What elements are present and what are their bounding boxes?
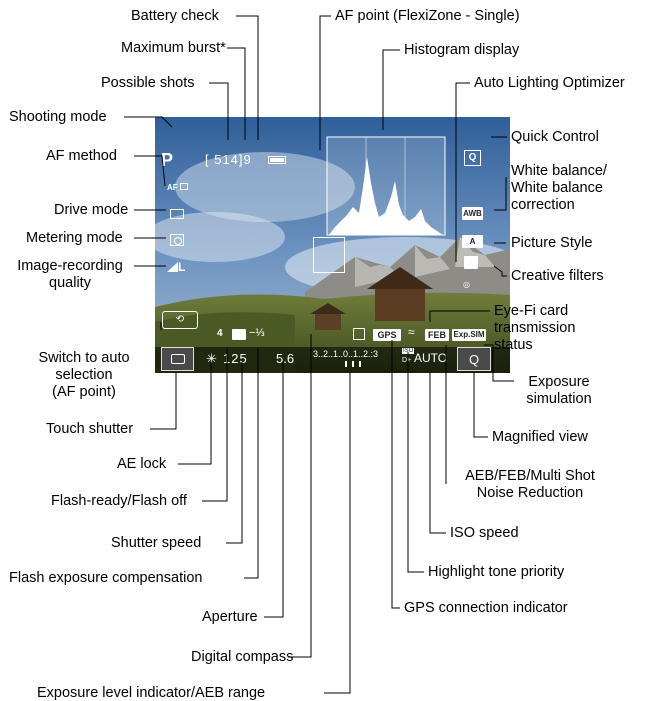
label-image-recording-1: Image-recording bbox=[17, 258, 123, 274]
label-flash-ready: Flash-ready/Flash off bbox=[51, 493, 187, 509]
label-digital-compass: Digital compass bbox=[191, 649, 294, 665]
label-exposure-level: Exposure level indicator/AEB range bbox=[37, 685, 266, 701]
label-shooting-mode: Shooting mode bbox=[9, 109, 107, 125]
label-metering-mode: Metering mode bbox=[26, 230, 123, 246]
label-quick-control: Quick Control bbox=[511, 129, 599, 145]
label-eye-fi-3: status bbox=[494, 337, 533, 353]
eye-fi-icon: ≈ bbox=[408, 325, 415, 339]
label-exposure-sim-2: simulation bbox=[526, 391, 592, 407]
label-exposure-sim-1: Exposure bbox=[528, 374, 590, 390]
quality-label: L bbox=[178, 260, 186, 274]
creative-filters-icon[interactable]: ◎ bbox=[463, 280, 470, 289]
battery-icon bbox=[268, 156, 286, 164]
aeb-range-marks bbox=[345, 361, 361, 367]
label-drive-mode: Drive mode bbox=[54, 202, 129, 218]
label-picture-style: Picture Style bbox=[511, 235, 593, 251]
live-view-screen: P [ 514]9 AF L Q AWB A ◎ ⟲ 4 −⅓ GPS ≈ FE… bbox=[155, 117, 510, 373]
magnified-view-button[interactable]: Q bbox=[457, 347, 491, 371]
shooting-mode-icon: P bbox=[161, 150, 174, 170]
label-creative-filters: Creative filters bbox=[511, 268, 604, 284]
switch-auto-selection-button[interactable]: ⟲ bbox=[162, 311, 198, 329]
label-white-balance-1: White balance/ bbox=[511, 163, 607, 179]
label-white-balance-2: White balance bbox=[511, 180, 603, 196]
quality-shape-icon bbox=[167, 262, 178, 272]
feb-indicator: FEB bbox=[425, 329, 449, 341]
af-method-icon: AF bbox=[167, 183, 188, 192]
iso-auto-value: AUTO bbox=[414, 351, 448, 365]
ae-lock-icon: ✳ bbox=[206, 351, 217, 366]
label-aeb-feb-2: Noise Reduction bbox=[476, 485, 584, 501]
label-histogram-display: Histogram display bbox=[404, 42, 520, 58]
picture-style-icon: A bbox=[462, 235, 483, 248]
digital-compass-icon bbox=[353, 328, 365, 340]
shots-readout: [ 514]9 bbox=[205, 152, 252, 167]
aperture-value: 5.6 bbox=[276, 351, 295, 366]
flash-exposure-comp-value: −⅓ bbox=[249, 327, 265, 339]
label-shutter-speed: Shutter speed bbox=[111, 535, 202, 551]
label-af-point: AF point (FlexiZone - Single) bbox=[335, 8, 520, 24]
label-maximum-burst: Maximum burst* bbox=[121, 40, 226, 56]
af-point-frame[interactable] bbox=[313, 237, 345, 273]
label-auto-lighting-optimizer: Auto Lighting Optimizer bbox=[474, 75, 625, 91]
drive-mode-icon bbox=[170, 209, 184, 219]
white-balance-icon: AWB bbox=[462, 207, 483, 220]
label-switch-auto-2: selection bbox=[55, 367, 113, 383]
label-white-balance-3: correction bbox=[511, 197, 575, 213]
label-iso-speed: ISO speed bbox=[450, 525, 519, 541]
label-possible-shots: Possible shots bbox=[101, 75, 195, 91]
camera-off-icon bbox=[171, 354, 185, 364]
af-method-box-icon bbox=[179, 183, 188, 190]
label-gps-connection: GPS connection indicator bbox=[404, 600, 568, 616]
auto-lighting-optimizer-icon bbox=[464, 256, 478, 269]
label-eye-fi-1: Eye-Fi card bbox=[494, 303, 569, 319]
exposure-level-scale: 3..2..1..0..1..2.:3 bbox=[313, 349, 379, 359]
label-magnified-view: Magnified view bbox=[492, 429, 588, 445]
touch-shutter-button[interactable] bbox=[161, 347, 194, 371]
metering-mode-icon bbox=[170, 234, 184, 246]
exposure-simulation-indicator: Exp.SIM bbox=[452, 329, 486, 341]
picture-style-label: A bbox=[469, 237, 476, 246]
gps-indicator: GPS bbox=[373, 329, 401, 341]
label-battery-check: Battery check bbox=[131, 8, 219, 24]
label-image-recording-2: quality bbox=[49, 275, 91, 291]
quick-control-button[interactable]: Q bbox=[464, 150, 481, 166]
quality-icon: L bbox=[167, 260, 185, 274]
label-aperture: Aperture bbox=[202, 609, 258, 625]
shutter-speed-value: 125 bbox=[223, 351, 248, 366]
d-plus-label: D+ bbox=[402, 357, 412, 364]
iso-small-label: ISO bbox=[402, 348, 415, 354]
label-eye-fi-2: transmission bbox=[494, 320, 576, 336]
label-flash-exp-comp: Flash exposure compensation bbox=[9, 570, 203, 586]
label-highlight-tone: Highlight tone priority bbox=[428, 564, 565, 580]
label-aeb-feb-1: AEB/FEB/Multi Shot bbox=[465, 468, 595, 484]
af-method-label: AF bbox=[167, 183, 178, 192]
label-switch-auto-1: Switch to auto bbox=[38, 350, 130, 366]
label-ae-lock: AE lock bbox=[117, 456, 167, 472]
flash-exposure-comp-icon bbox=[232, 329, 246, 340]
label-switch-auto-3: (AF point) bbox=[52, 384, 116, 400]
label-touch-shutter: Touch shutter bbox=[46, 421, 134, 437]
flash-ready-label: 4 bbox=[217, 328, 223, 339]
magnify-icon: Q bbox=[469, 352, 480, 367]
flash-ready-icon: 4 bbox=[217, 328, 223, 339]
label-af-method: AF method bbox=[46, 148, 117, 164]
